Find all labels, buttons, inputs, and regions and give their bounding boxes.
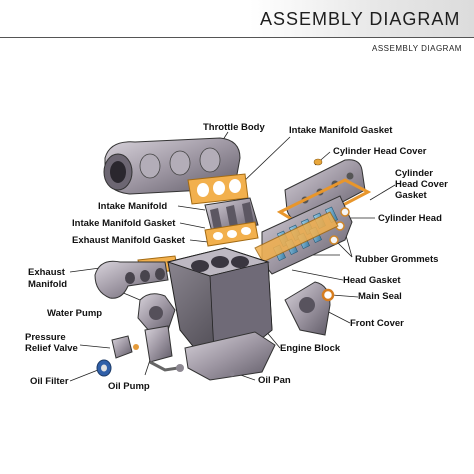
- pressure-relief-valve-part: [111, 335, 139, 359]
- label-rubber-grommets: Rubber Grommets: [355, 254, 439, 265]
- water-pump-part: [137, 293, 176, 333]
- main-seal-part: [321, 288, 335, 302]
- front-cover-part: [284, 281, 331, 336]
- label-water-pump: Water Pump: [47, 308, 103, 319]
- header-rule: [0, 37, 474, 38]
- page-subtitle: ASSEMBLY DIAGRAM: [372, 44, 462, 53]
- label-pressure-relief-valve-line1: Pressure: [25, 332, 66, 343]
- label-cylinder-head-cover-gasket-line3: Gasket: [395, 190, 427, 201]
- oil-filter-part: [96, 359, 112, 377]
- label-oil-filter: Oil Filter: [30, 376, 69, 387]
- label-front-cover: Front Cover: [350, 318, 404, 329]
- label-head-gasket: Head Gasket: [343, 275, 401, 286]
- label-oil-pump: Oil Pump: [108, 381, 150, 392]
- label-engine-block: Engine Block: [280, 343, 341, 354]
- label-cylinder-head-cover: Cylinder Head Cover: [333, 146, 427, 157]
- head-gasket-part: [254, 211, 339, 263]
- label-pressure-relief-valve-line2: Relief Valve: [25, 343, 78, 354]
- label-cylinder-head-cover-gasket-line1: Cylinder: [395, 168, 434, 179]
- oil-pump-part: [144, 325, 184, 372]
- label-main-seal: Main Seal: [358, 291, 402, 302]
- label-cylinder-head-cover-gasket-line2: Head Cover: [395, 179, 448, 190]
- oil-pan-part: [184, 331, 276, 381]
- page-title: ASSEMBLY DIAGRAM: [260, 9, 461, 29]
- label-throttle-body: Throttle Body: [203, 122, 265, 133]
- label-exhaust-manifold-line2: Manifold: [28, 279, 68, 290]
- label-exhaust-manifold-line1: Exhaust: [28, 267, 65, 278]
- rubber-grommets-part: [329, 207, 350, 245]
- intake-manifold-gasket-part: [204, 221, 259, 247]
- header-band: [250, 0, 474, 38]
- engine-block-part: [166, 247, 273, 356]
- label-exhaust-manifold-gasket: Exhaust Manifold Gasket: [72, 235, 185, 246]
- throttle-body-part: [103, 137, 241, 195]
- label-oil-pan: Oil Pan: [258, 375, 291, 386]
- exhaust-manifold-part: [94, 260, 169, 299]
- label-intake-manifold-gasket-top: Intake Manifold Gasket: [289, 125, 393, 136]
- label-intake-manifold-gasket: Intake Manifold Gasket: [72, 218, 176, 229]
- label-cylinder-head: Cylinder Head: [378, 213, 442, 224]
- label-intake-manifold: Intake Manifold: [98, 201, 168, 212]
